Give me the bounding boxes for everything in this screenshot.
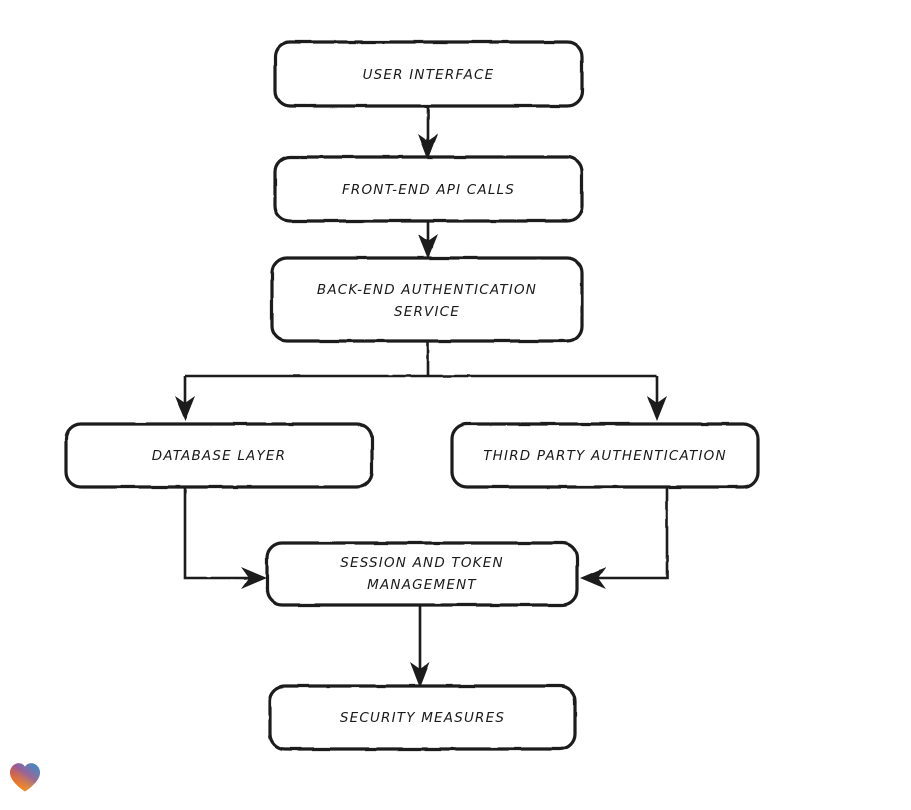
node-database-layer[interactable]: DATABASE LAYER xyxy=(64,422,374,489)
node-back-end-authentication-service[interactable]: BACK-END AUTHENTICATION SERVICE xyxy=(270,256,584,343)
arrowhead-session-to-security xyxy=(410,662,430,688)
heart-icon-overlay xyxy=(10,763,40,792)
node-third-party-authentication-label: THIRD PARTY AUTHENTICATION xyxy=(483,448,727,464)
node-database-layer-shape xyxy=(64,422,374,489)
heart-icon xyxy=(10,763,40,792)
edge-database-to-session xyxy=(183,487,258,580)
node-security-measures[interactable]: SECURITY MEASURES xyxy=(268,684,577,751)
node-session-and-token-management-label-line2: MANAGEMENT xyxy=(367,577,477,593)
node-third-party-authentication[interactable]: THIRD PARTY AUTHENTICATION xyxy=(450,422,760,489)
arrowhead-api-to-backend xyxy=(418,234,438,259)
arrowhead-backend-to-thirdparty xyxy=(647,396,667,421)
node-session-and-token-management-shape xyxy=(265,541,579,607)
node-user-interface-shape xyxy=(273,40,584,108)
node-back-end-authentication-service-label-line1: BACK-END AUTHENTICATION xyxy=(317,282,537,298)
arrowhead-database-to-session xyxy=(241,567,267,589)
arrowhead-ui-to-api xyxy=(418,134,438,160)
node-back-end-authentication-service-label-line2: SERVICE xyxy=(394,304,460,320)
node-user-interface-label: USER INTERFACE xyxy=(363,67,495,83)
arrowhead-backend-to-database xyxy=(175,396,195,421)
node-session-and-token-management-label-line1: SESSION AND TOKEN xyxy=(340,555,504,571)
node-session-and-token-management[interactable]: SESSION AND TOKEN MANAGEMENT xyxy=(265,541,579,607)
node-user-interface[interactable]: USER INTERFACE xyxy=(273,40,584,108)
node-database-layer-label: DATABASE LAYER xyxy=(152,448,287,464)
node-security-measures-shape xyxy=(268,684,577,751)
edge-thirdparty-to-session xyxy=(590,487,669,580)
node-front-end-api-calls-shape xyxy=(273,155,584,223)
node-front-end-api-calls-label: FRONT-END API CALLS xyxy=(342,182,515,198)
arrowhead-thirdparty-to-session xyxy=(580,567,606,589)
node-third-party-authentication-shape xyxy=(450,422,760,489)
node-front-end-api-calls[interactable]: FRONT-END API CALLS xyxy=(273,155,584,223)
node-security-measures-label: SECURITY MEASURES xyxy=(340,710,505,726)
node-back-end-authentication-service-shape xyxy=(270,256,584,343)
